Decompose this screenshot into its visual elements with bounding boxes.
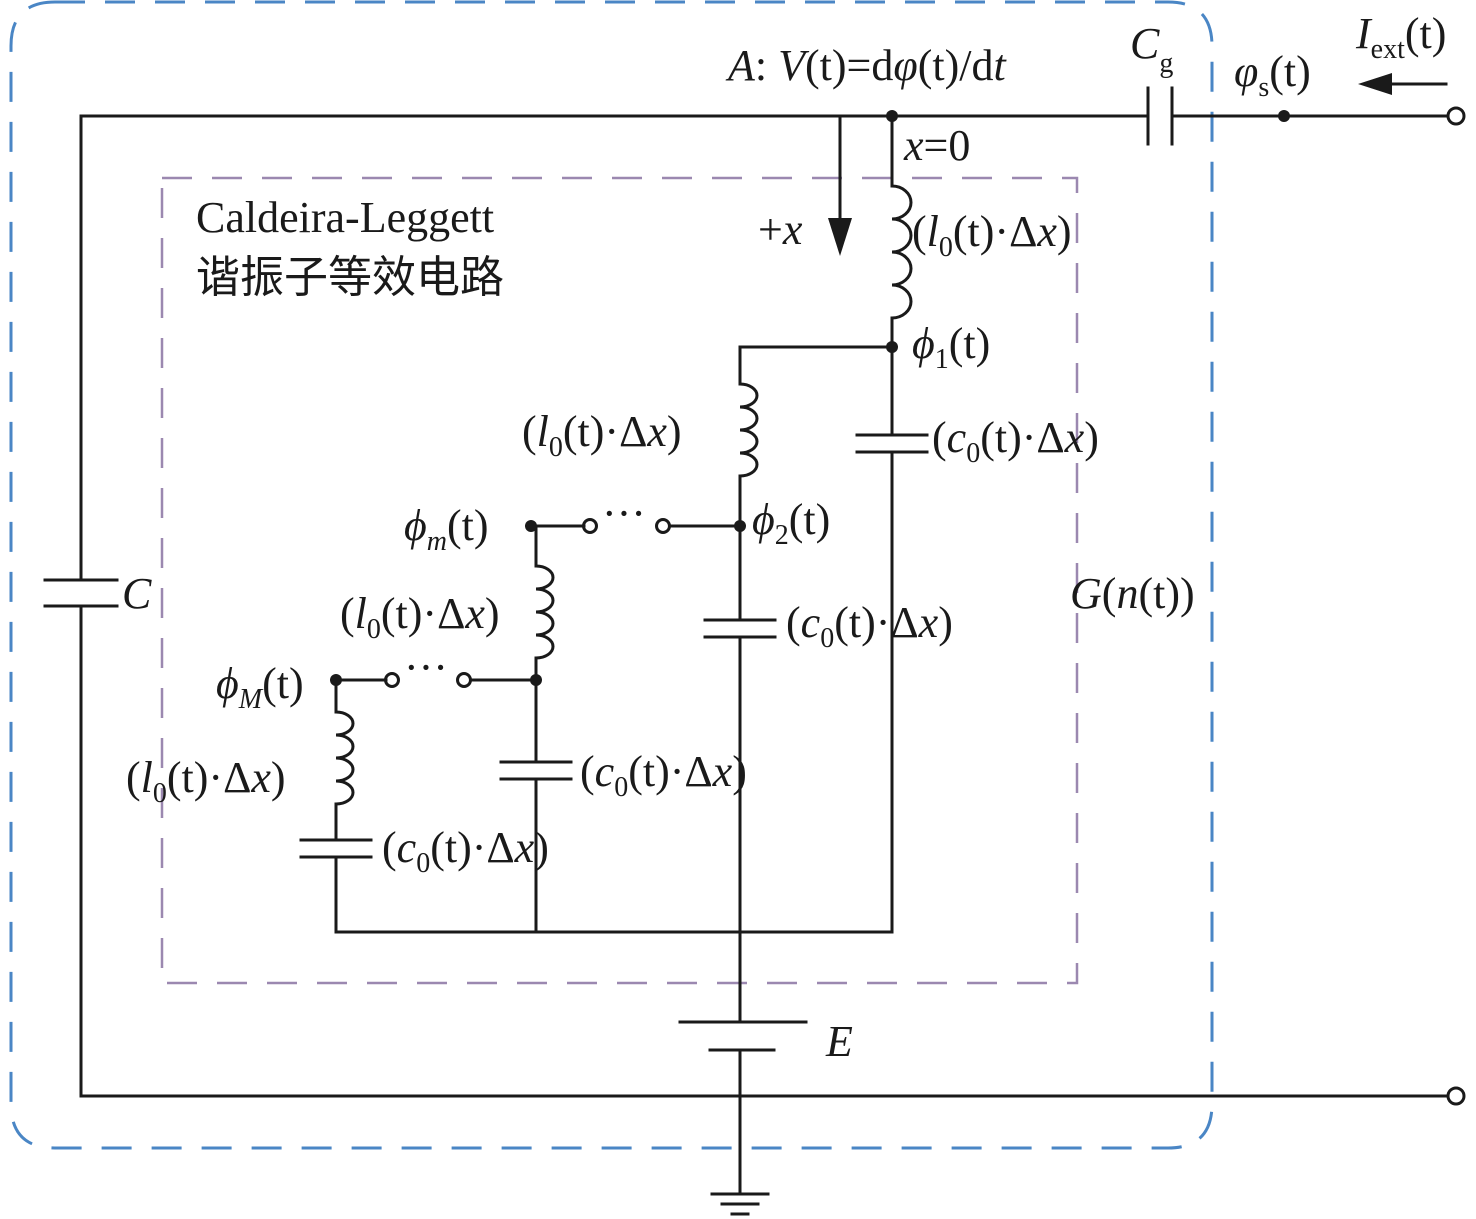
input-terminal-bottom — [1446, 1086, 1466, 1106]
title-line1: Caldeira-Leggett — [196, 193, 494, 242]
label-capacitor-cm: (c0(t)·Δx) — [580, 747, 747, 803]
inductor-branch-M — [334, 710, 355, 806]
inductor-main — [890, 184, 913, 320]
label-capacitor-c2: (c0(t)·Δx) — [786, 598, 953, 654]
label-cap-cg: Cg — [1130, 19, 1173, 79]
inductor-branch-m — [534, 564, 555, 660]
label-inductor-branch-m: (l0(t)·Δx) — [340, 589, 500, 645]
label-phi-s: φs(t) — [1234, 47, 1311, 103]
current-arrow-icon — [1358, 73, 1448, 95]
node-phi-s — [1278, 110, 1290, 122]
label-phiM: ϕM(t) — [216, 659, 304, 715]
battery-e — [678, 1020, 808, 1052]
wire-phi1-branch — [738, 345, 894, 386]
label-i-ext: Iext(t) — [1355, 9, 1446, 65]
plus-x-arrow-icon — [820, 114, 860, 256]
label-capacitor-c1: (c0(t)·Δx) — [932, 413, 1099, 469]
capacitor-cm — [499, 760, 573, 781]
title-line2: 谐振子等效电路 — [196, 252, 504, 303]
label-g: G(n(t)) — [1070, 569, 1195, 618]
label-phi1: ϕ1(t) — [912, 319, 990, 375]
inductor-branch2 — [738, 382, 759, 478]
capacitor-cM — [299, 838, 373, 859]
input-terminal-top — [1446, 106, 1466, 126]
capacitor-c — [43, 114, 119, 1098]
outer-dashed-boundary — [9, 0, 1214, 1150]
label-node-a: A: V(t)=dφ(t)/dt — [725, 41, 1007, 90]
label-x0: x=0 — [903, 121, 970, 170]
open-terminal — [456, 672, 472, 688]
ellipsis-lower: ··· — [404, 643, 448, 692]
label-inductor-main: (l0(t)·Δx) — [912, 207, 1072, 263]
open-terminal — [655, 518, 671, 534]
wire-branch-m-top — [529, 524, 538, 568]
capacitor-cg — [1146, 86, 1174, 146]
label-cap-c: C — [122, 569, 152, 618]
label-plus-x: +x — [758, 205, 803, 254]
capacitor-c2 — [703, 618, 777, 639]
label-inductor-branch-M: (l0(t)·Δx) — [126, 753, 286, 809]
capacitor-c1 — [855, 433, 929, 454]
label-capacitor-cM: (c0(t)·Δx) — [382, 823, 549, 879]
ground-icon — [710, 1192, 770, 1216]
label-phim: ϕm(t) — [404, 501, 489, 557]
label-inductor-branch2: (l0(t)·Δx) — [522, 407, 682, 463]
inner-dashed-boundary — [160, 176, 1079, 985]
ellipsis-upper: ··· — [602, 489, 646, 538]
label-phi2: ϕ2(t) — [752, 495, 830, 551]
label-battery-e: E — [825, 1017, 853, 1066]
